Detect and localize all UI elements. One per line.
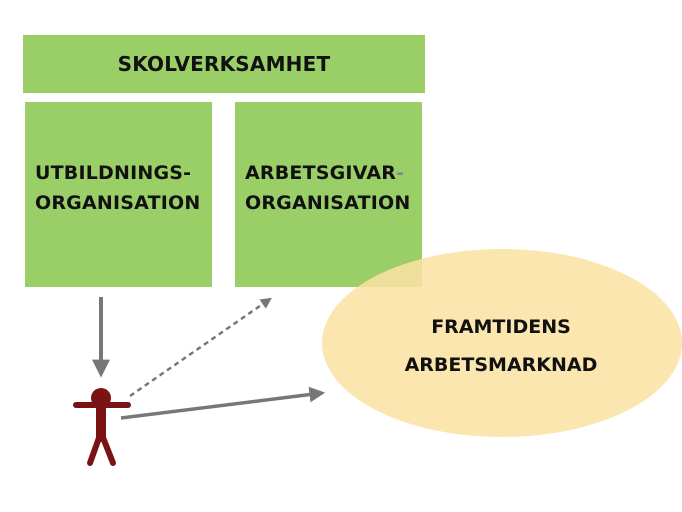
arbetsgivarorganisation-line-1: ARBETSGIVAR-	[245, 158, 410, 188]
framtidens-arbetsmarknad-ellipse	[322, 249, 682, 437]
utbildningsorganisation-box: UTBILDNINGS- ORGANISATION	[25, 102, 212, 287]
skolverksamhet-box: SKOLVERKSAMHET	[23, 35, 425, 93]
arbetsgivarorganisation-hyphen: -	[396, 162, 405, 184]
arbetsgivarorganisation-line-1-text: ARBETSGIVAR	[245, 162, 397, 184]
framtidens-label-line-2: ARBETSMARKNAD	[404, 354, 598, 376]
utbildningsorganisation-line-1: UTBILDNINGS-	[35, 162, 192, 184]
utbildningsorganisation-label: UTBILDNINGS- ORGANISATION	[35, 158, 200, 218]
skolverksamhet-label: SKOLVERKSAMHET	[117, 52, 331, 76]
framtidens-label-line-1: FRAMTIDENS	[431, 316, 571, 338]
arbetsgivarorganisation-line-2: ORGANISATION	[245, 192, 411, 214]
person-figure-icon	[73, 388, 131, 466]
utbildningsorganisation-line-2: ORGANISATION	[35, 192, 201, 214]
framtidens-arbetsmarknad-label: FRAMTIDENS ARBETSMARKNAD	[372, 308, 630, 384]
arbetsgivarorganisation-box: ARBETSGIVAR- ORGANISATION	[235, 102, 422, 287]
arbetsgivarorganisation-label: ARBETSGIVAR- ORGANISATION	[245, 158, 410, 218]
solid-arrow	[120, 386, 326, 420]
dashed-arrow	[129, 297, 272, 398]
